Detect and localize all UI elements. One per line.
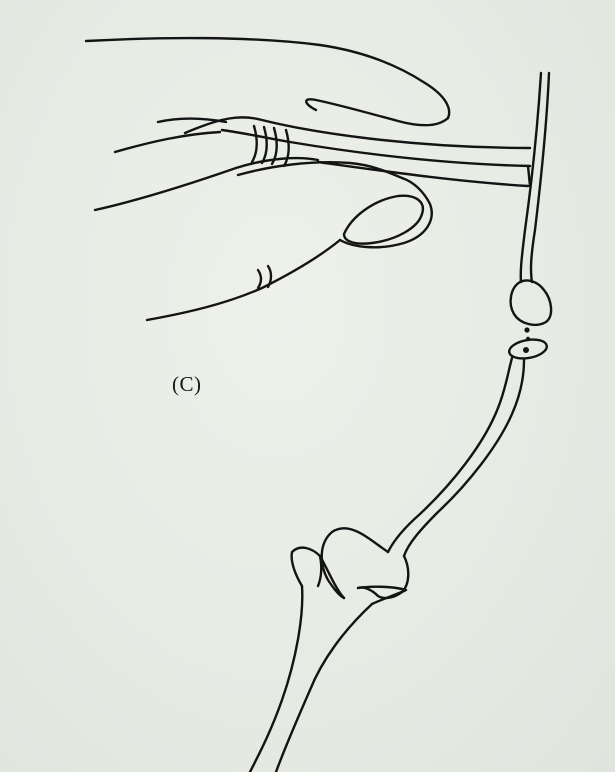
- grip-ring-2: [262, 127, 267, 163]
- stalk-left: [250, 586, 302, 772]
- pollen-dot-1: [524, 327, 529, 332]
- tool-drawing: [185, 117, 530, 186]
- grip-ring-1: [252, 126, 257, 162]
- panel-label: (C): [172, 372, 202, 397]
- hand-drawing: [86, 38, 449, 320]
- tool-tip: [528, 166, 530, 186]
- column-right: [404, 360, 524, 556]
- index-finger-bottom: [306, 99, 448, 125]
- anther-body: [511, 280, 551, 324]
- upper-stem-drawing: [511, 73, 551, 341]
- crease-1: [258, 270, 261, 288]
- upper-stem-left: [521, 73, 541, 282]
- thumb-nail: [344, 196, 423, 244]
- wrist-line: [147, 240, 340, 320]
- stalk-right: [276, 604, 372, 772]
- column-left: [388, 358, 512, 552]
- crease-2: [268, 266, 271, 287]
- stigma-center: [523, 347, 529, 353]
- petal-inner: [318, 556, 321, 586]
- grip-ring-4: [284, 130, 289, 166]
- flower-drawing: [250, 337, 548, 772]
- upper-stem-right: [531, 73, 549, 282]
- index-finger-top: [86, 38, 449, 118]
- thumb-tip: [340, 178, 432, 247]
- middle-finger: [115, 132, 220, 152]
